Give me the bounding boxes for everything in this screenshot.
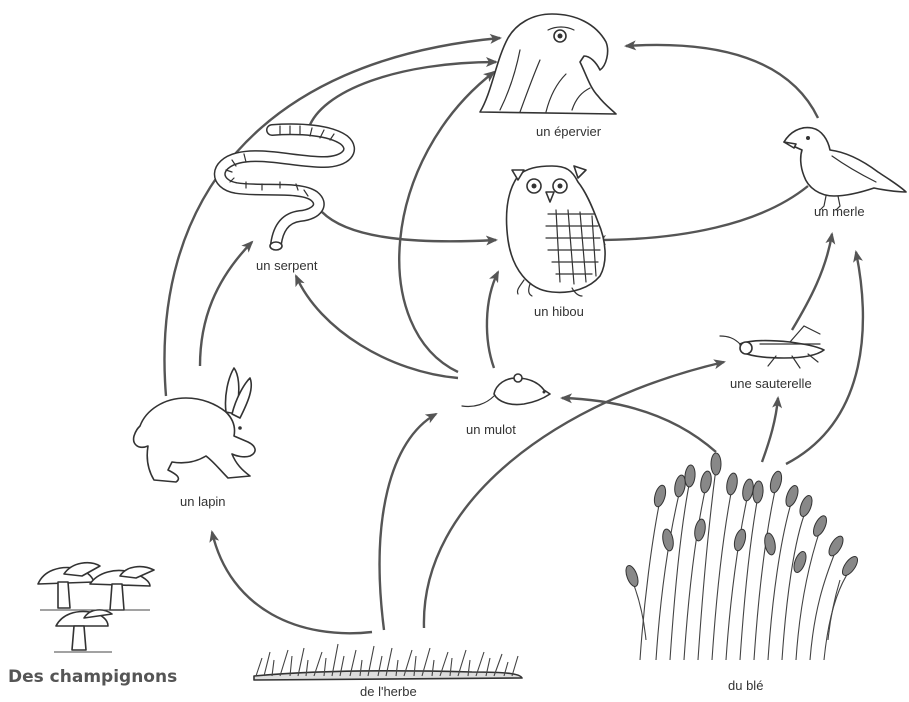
lapin-illustration bbox=[134, 368, 255, 482]
ble-illustration bbox=[624, 453, 861, 660]
merle-illustration bbox=[784, 128, 906, 210]
arrow-lapin-to-epervier bbox=[164, 38, 500, 396]
label-serpent: un serpent bbox=[256, 258, 318, 273]
arrow-sauterelle-to-merle bbox=[792, 234, 832, 330]
label-lapin: un lapin bbox=[180, 494, 226, 509]
mulot-illustration bbox=[462, 374, 550, 407]
label-sauterelle: une sauterelle bbox=[730, 376, 812, 391]
serpent-illustration bbox=[220, 126, 349, 250]
herbe-illustration bbox=[254, 644, 522, 680]
label-mulot: un mulot bbox=[466, 422, 516, 437]
arrow-herbe-to-lapin bbox=[212, 532, 372, 633]
arrow-mulot-to-hibou bbox=[487, 272, 498, 368]
hibou-illustration bbox=[506, 166, 605, 296]
arrow-herbe-to-mulot bbox=[380, 414, 436, 630]
epervier-illustration bbox=[480, 14, 616, 114]
arrow-merle-to-hibou bbox=[596, 186, 808, 240]
champignons-illustration bbox=[38, 563, 154, 652]
arrow-mulot-to-epervier bbox=[399, 72, 494, 372]
label-hibou: un hibou bbox=[534, 304, 584, 319]
label-merle: un merle bbox=[814, 204, 865, 219]
label-ble: du blé bbox=[728, 678, 763, 693]
label-epervier: un épervier bbox=[536, 124, 602, 139]
arrow-serpent-to-hibou bbox=[322, 212, 496, 241]
sauterelle-illustration bbox=[720, 326, 824, 368]
label-herbe: de l'herbe bbox=[360, 684, 417, 699]
arrow-lapin-to-serpent bbox=[200, 242, 252, 366]
arrow-mulot-to-serpent bbox=[296, 276, 458, 378]
arrow-ble-to-mulot bbox=[562, 398, 716, 452]
label-champignons: Des champignons bbox=[8, 667, 177, 687]
arrow-ble-to-sauterelle bbox=[762, 398, 778, 462]
arrow-merle-to-epervier bbox=[626, 45, 818, 118]
